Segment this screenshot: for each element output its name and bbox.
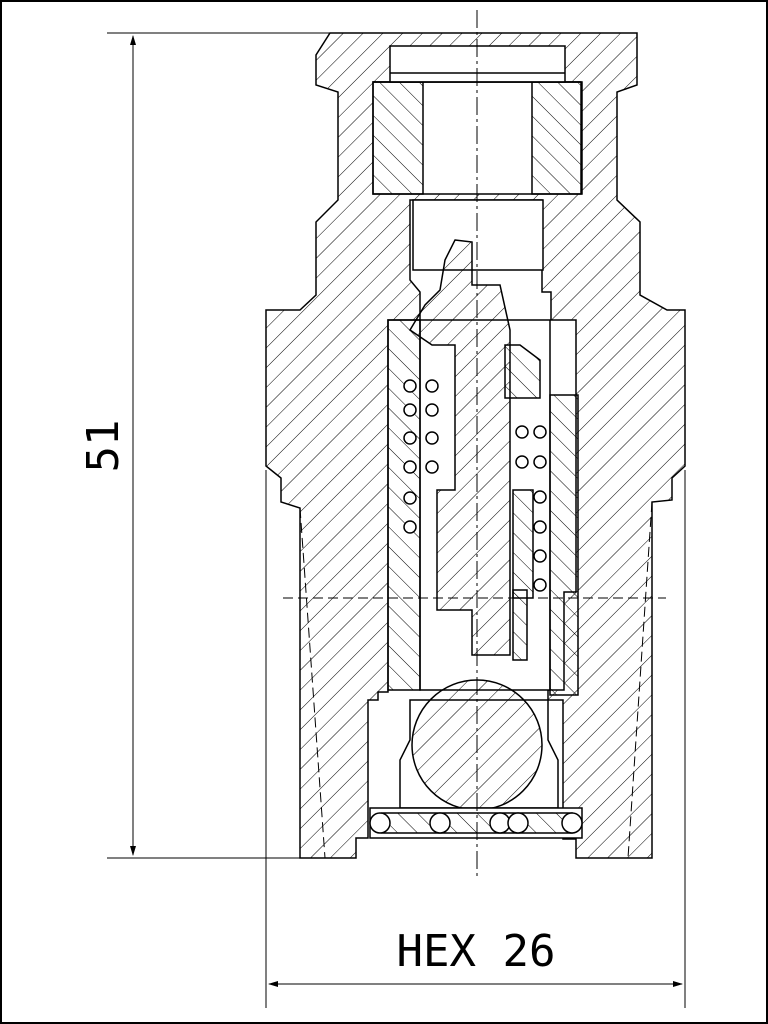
lower-guide — [512, 489, 534, 599]
plunger — [408, 239, 541, 661]
upper-bore-hatch-right — [531, 81, 583, 195]
left-spring — [403, 379, 439, 534]
right-sleeve — [549, 394, 579, 696]
right-spring — [515, 425, 547, 592]
width-dimension — [265, 470, 686, 1008]
right-guide — [504, 344, 541, 399]
lower-block — [512, 589, 528, 661]
height-dimension-label: 51 — [78, 420, 129, 473]
top-socket — [412, 199, 544, 271]
upper-nut — [265, 32, 686, 859]
left-sleeve — [387, 319, 421, 691]
retaining-ring — [369, 807, 583, 839]
hidden-line-left — [299, 507, 326, 859]
height-dimension — [107, 32, 330, 859]
check-ball — [399, 679, 559, 811]
upper-bore-hatch-left — [372, 81, 424, 195]
width-dimension-label: HEX 26 — [397, 926, 556, 977]
